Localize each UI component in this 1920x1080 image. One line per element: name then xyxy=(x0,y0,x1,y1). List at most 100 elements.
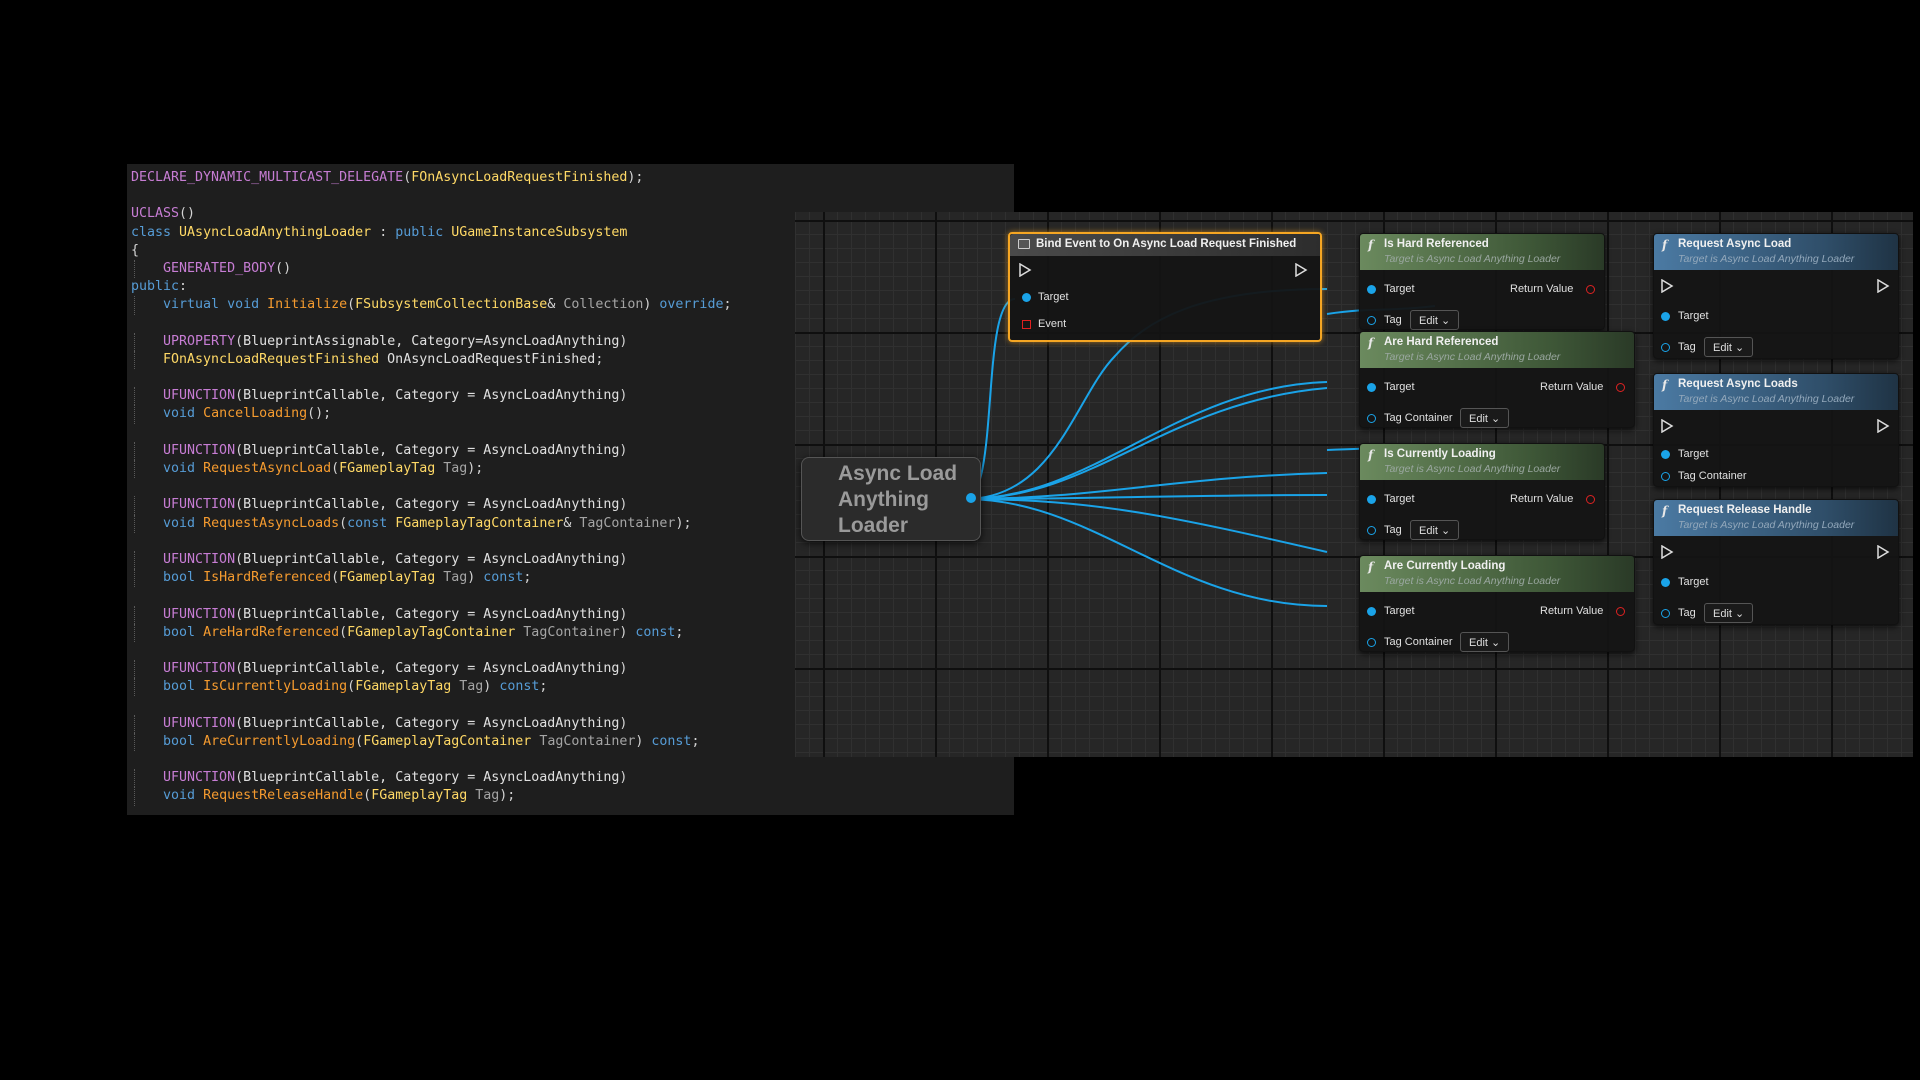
code-line: GENERATED_BODY() xyxy=(131,259,1014,279)
code-token: & xyxy=(547,297,564,313)
request-release-handle-node[interactable]: f Request Release Handle Target is Async… xyxy=(1653,499,1899,625)
tag-pin[interactable] xyxy=(1367,316,1376,325)
return-value-pin[interactable] xyxy=(1586,495,1595,504)
loader-title-line-1: Async Load xyxy=(838,462,958,485)
function-icon: f xyxy=(1662,378,1668,392)
code-token: ( xyxy=(339,515,348,531)
node-title: Are Hard Referenced xyxy=(1384,336,1499,348)
target-pin[interactable] xyxy=(1661,312,1670,321)
is-currently-loading-header: f Is Currently Loading Target is Async L… xyxy=(1360,444,1604,480)
exec-in-icon[interactable] xyxy=(1018,263,1032,277)
code-line: UFUNCTION(BlueprintCallable, Category = … xyxy=(131,605,1014,624)
code-token: FOnAsyncLoadRequestFinished xyxy=(411,170,628,185)
is-hard-referenced-node[interactable]: f Is Hard Referenced Target is Async Loa… xyxy=(1359,233,1605,330)
tag-container-pin[interactable] xyxy=(1367,638,1376,647)
are-hard-referenced-node[interactable]: f Are Hard Referenced Target is Async Lo… xyxy=(1359,331,1635,428)
node-title: Is Currently Loading xyxy=(1384,448,1496,460)
target-pin[interactable] xyxy=(1022,293,1031,302)
return-value-pin[interactable] xyxy=(1616,607,1625,616)
code-token: FGameplayTag xyxy=(371,788,468,804)
tag-edit-button[interactable]: Edit ⌄ xyxy=(1410,520,1460,540)
target-pin-row[interactable]: Target Return Value xyxy=(1360,380,1634,396)
code-token: Tag xyxy=(435,461,468,476)
target-pin[interactable] xyxy=(1367,285,1376,294)
bind-event-title: Bind Event to On Async Load Request Fini… xyxy=(1036,238,1297,250)
code-token: ); xyxy=(627,170,644,185)
bind-event-node[interactable]: Bind Event to On Async Load Request Fini… xyxy=(1008,232,1322,342)
code-line: bool AreCurrentlyLoading(FGameplayTagCon… xyxy=(131,732,1014,752)
code-token: { xyxy=(131,242,140,258)
blueprint-graph[interactable]: Async Load Anything Loader Bind Event to… xyxy=(795,212,1913,757)
return-value-label: Return Value xyxy=(1540,381,1604,393)
code-token: ( xyxy=(347,679,356,695)
tag-edit-button[interactable]: Edit ⌄ xyxy=(1410,310,1460,330)
code-token: ; xyxy=(723,297,732,313)
return-value-pin[interactable] xyxy=(1616,383,1625,392)
code-token: ( xyxy=(355,733,364,749)
target-pin[interactable] xyxy=(1367,607,1376,616)
request-async-load-node[interactable]: f Request Async Load Target is Async Loa… xyxy=(1653,233,1899,359)
target-pin[interactable] xyxy=(1367,383,1376,392)
are-currently-loading-node[interactable]: f Are Currently Loading Target is Async … xyxy=(1359,555,1635,652)
code-token: () xyxy=(275,260,292,276)
tag-edit-button[interactable]: Edit ⌄ xyxy=(1704,603,1754,623)
code-token: override xyxy=(659,297,724,313)
code-token: BlueprintCallable, Category = AsyncLoadA… xyxy=(243,442,620,458)
return-value-pin[interactable] xyxy=(1586,285,1595,294)
code-token: IsCurrentlyLoading xyxy=(203,679,348,695)
target-pin[interactable] xyxy=(1661,578,1670,587)
target-pin[interactable] xyxy=(1661,450,1670,459)
code-token: BlueprintCallable, Category = AsyncLoadA… xyxy=(243,606,620,622)
code-token: bool xyxy=(131,733,204,749)
code-token: ) xyxy=(619,442,628,458)
code-token: ( xyxy=(347,297,356,313)
target-pin-row[interactable]: Target Return Value xyxy=(1360,492,1604,508)
code-token: Collection xyxy=(563,297,644,313)
exec-out-icon[interactable] xyxy=(1876,545,1890,559)
async-load-anything-loader-node[interactable]: Async Load Anything Loader xyxy=(801,457,981,541)
code-text[interactable]: DECLARE_DYNAMIC_MULTICAST_DELEGATE(FOnAs… xyxy=(127,164,1014,806)
code-token: ( xyxy=(331,570,340,586)
exec-out-icon[interactable] xyxy=(1294,263,1308,277)
event-delegate-pin[interactable] xyxy=(1022,320,1031,329)
code-token: Initialize xyxy=(267,297,348,313)
code-line: UFUNCTION(BlueprintCallable, Category = … xyxy=(131,441,1014,461)
node-subtitle: Target is Async Load Anything Loader xyxy=(1678,519,1855,531)
tag-pin[interactable] xyxy=(1661,609,1670,618)
tag-pin[interactable] xyxy=(1367,526,1376,535)
target-pin-row[interactable]: Target Return Value xyxy=(1360,282,1604,298)
exec-out-icon[interactable] xyxy=(1876,419,1890,433)
code-token: AreHardReferenced xyxy=(203,624,340,640)
code-token: TagContainer xyxy=(531,733,636,749)
code-token: UAsyncLoadAnythingLoader xyxy=(179,224,372,240)
code-line: UFUNCTION(BlueprintCallable, Category = … xyxy=(131,769,1014,788)
tag-container-pin[interactable] xyxy=(1661,472,1670,481)
code-line: void CancelLoading(); xyxy=(131,405,1014,424)
code-token: () xyxy=(179,206,196,222)
code-token: ( xyxy=(235,770,244,786)
wire-to-are-hard-referenced-b xyxy=(964,387,1328,500)
event-node-icon xyxy=(1018,239,1030,249)
exec-in-icon[interactable] xyxy=(1660,545,1674,559)
exec-out-icon[interactable] xyxy=(1876,279,1890,293)
exec-in-icon[interactable] xyxy=(1660,279,1674,293)
function-icon: f xyxy=(1368,448,1374,462)
tag-container-edit-button[interactable]: Edit ⌄ xyxy=(1460,632,1510,652)
target-pin-row[interactable]: Target Return Value xyxy=(1360,604,1634,620)
exec-in-icon[interactable] xyxy=(1660,419,1674,433)
tag-container-edit-button[interactable]: Edit ⌄ xyxy=(1460,408,1510,428)
node-title: Request Async Loads xyxy=(1678,378,1798,390)
code-token: TagContainer xyxy=(515,624,620,640)
loader-output-pin[interactable] xyxy=(966,493,976,503)
tag-container-pin[interactable] xyxy=(1367,414,1376,423)
tag-pin[interactable] xyxy=(1661,343,1670,352)
request-async-loads-node[interactable]: f Request Async Loads Target is Async Lo… xyxy=(1653,373,1899,487)
code-token: UPROPERTY xyxy=(131,333,236,349)
is-currently-loading-node[interactable]: f Is Currently Loading Target is Async L… xyxy=(1359,443,1605,540)
tag-edit-button[interactable]: Edit ⌄ xyxy=(1704,337,1754,357)
code-token: FOnAsyncLoadRequestFinished xyxy=(131,351,380,367)
wire-to-is-currently-loading xyxy=(964,494,1328,500)
target-pin[interactable] xyxy=(1367,495,1376,504)
node-subtitle: Target is Async Load Anything Loader xyxy=(1384,253,1561,265)
code-token: & xyxy=(563,515,580,531)
